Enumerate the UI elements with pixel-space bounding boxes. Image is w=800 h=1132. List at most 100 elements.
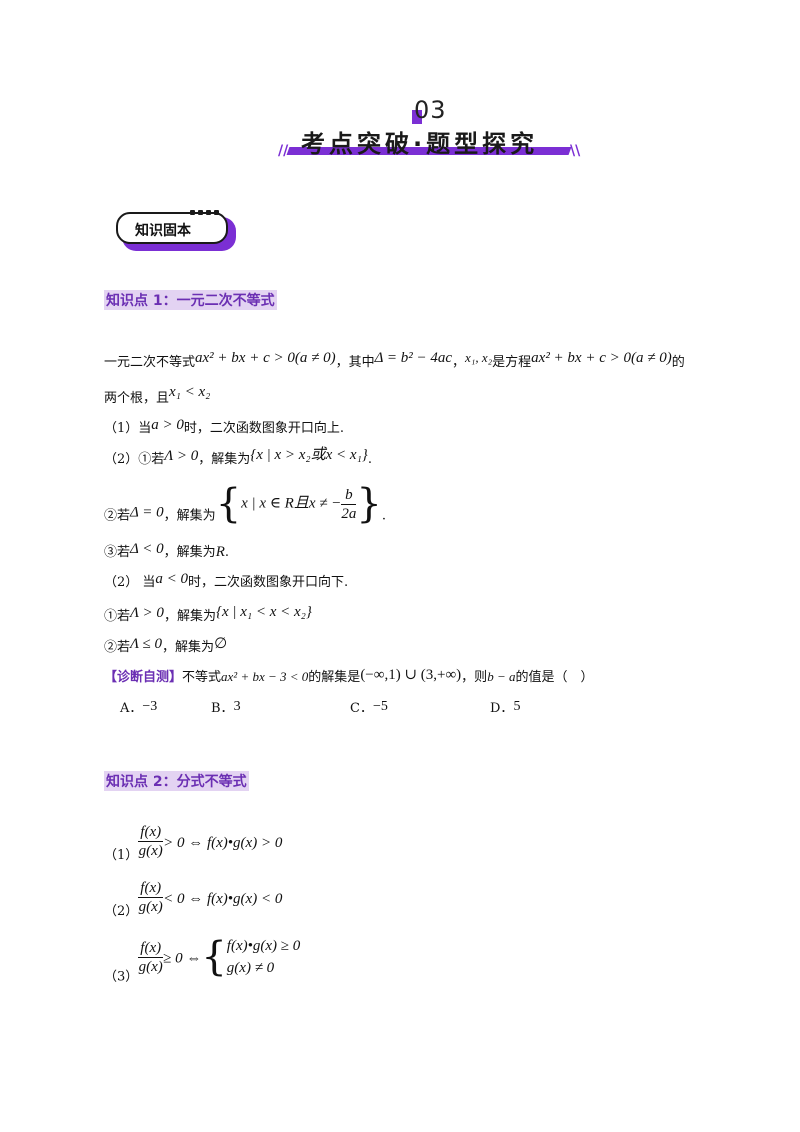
badge-dot xyxy=(206,210,211,215)
badge-dot xyxy=(190,210,195,215)
kp1-intro-line1: 一元二次不等式ax² + bx + c > 0(a ≠ 0)，其中Δ = b² … xyxy=(104,349,685,372)
math-equation: ax² + bx + c > 0(a ≠ 0) xyxy=(531,350,672,366)
numerator: f(x) xyxy=(138,939,164,958)
text: 时，二次函数图象开口向下. xyxy=(188,575,349,590)
text: （2） 当 xyxy=(104,575,156,590)
badge-dot xyxy=(214,210,219,215)
numerator: b xyxy=(341,486,357,505)
math-condition: Λ > 0 xyxy=(164,448,199,464)
numerator: f(x) xyxy=(138,880,164,898)
title-slash-left: // xyxy=(278,143,289,159)
option-value: 3 xyxy=(233,699,241,714)
math-quiz-inequality: ax² + bx − 3 < 0 xyxy=(221,669,309,684)
text: 时，二次函数图象开口向上. xyxy=(183,421,345,436)
chapter-number-accent xyxy=(412,110,422,124)
text: ②若 xyxy=(104,640,131,655)
option-c[interactable]: C．−5 xyxy=(350,698,388,718)
kp1-intro-line2: 两个根，且x₁ < x₂ xyxy=(104,383,210,408)
numerator: f(x) xyxy=(138,824,164,842)
math-set-body: x | x ∈ R且x ≠ − xyxy=(241,495,342,512)
math-fraction: f(x)g(x) xyxy=(138,879,164,916)
text: ， xyxy=(452,355,466,370)
system-brace: { xyxy=(201,934,227,980)
text: ③若 xyxy=(104,545,131,560)
denominator: g(x) xyxy=(138,958,163,975)
text: ，解集为 xyxy=(163,609,216,624)
badge-label: 知识固本 xyxy=(135,223,191,239)
badge-dot xyxy=(198,210,203,215)
option-value: −5 xyxy=(372,699,388,714)
kp2-row-2: （2）f(x)g(x)< 0 ⇔ f(x)•g(x) < 0 xyxy=(104,879,282,921)
text: 是方程 xyxy=(492,355,532,370)
math-solution-set: R xyxy=(215,544,225,560)
kp1-item-2: （2）①若Λ > 0，解集为{x | x > x₂或x < x₁}. xyxy=(104,446,372,469)
math-condition: Λ > 0 xyxy=(130,605,164,621)
math-quiz-expr: b − a xyxy=(487,669,516,684)
quiz-tag: 【诊断自测】 xyxy=(104,670,183,685)
option-d[interactable]: D．5 xyxy=(490,698,520,718)
section-heading-kp2: 知识点 2：分式不等式 xyxy=(104,771,249,791)
text: 不等式 xyxy=(182,670,222,685)
math-condition: Δ < 0 xyxy=(130,541,164,557)
math-equivalence: < 0 ⇔ f(x)•g(x) < 0 xyxy=(163,891,283,907)
text: （2）①若 xyxy=(104,452,165,467)
math-inequality: ax² + bx + c > 0(a ≠ 0) xyxy=(195,350,336,366)
close-brace: } xyxy=(356,481,382,527)
title-slash-right: \\ xyxy=(570,143,581,159)
text: ，解集为 xyxy=(163,545,216,560)
text: 两个根，且 xyxy=(104,391,170,406)
text: ，解集为 xyxy=(162,640,215,655)
denominator: g(x) xyxy=(138,843,163,859)
math-fraction: f(x)g(x) xyxy=(138,823,164,860)
option-a[interactable]: A．−3 xyxy=(120,698,157,718)
option-b[interactable]: B．3 xyxy=(211,698,241,718)
text: 的值是（ ） xyxy=(515,670,594,685)
math-roots: x₁, x₂ xyxy=(465,350,493,365)
math-condition: a > 0 xyxy=(151,417,184,433)
math-fraction: f(x)g(x) xyxy=(138,939,164,976)
open-brace: { xyxy=(215,481,242,527)
math-condition: Δ = 0 xyxy=(130,504,164,521)
text: ，其中 xyxy=(335,355,375,370)
text: ，则 xyxy=(461,670,488,685)
option-value: −3 xyxy=(142,699,158,714)
equation-system: f(x)•g(x) ≥ 0 g(x) ≠ 0 xyxy=(227,935,300,979)
math-condition: a < 0 xyxy=(155,571,189,587)
system-line-2: g(x) ≠ 0 xyxy=(226,960,275,976)
math-solution-set: {x | x₁ < x < x₂} xyxy=(215,604,312,620)
system-line-1: f(x)•g(x) ≥ 0 xyxy=(226,938,301,954)
option-value: 5 xyxy=(513,699,521,714)
denominator: g(x) xyxy=(138,899,163,915)
math-quiz-set: (−∞,1) ∪ (3,+∞) xyxy=(360,667,462,683)
option-label: C． xyxy=(350,701,373,716)
math-root-order: x₁ < x₂ xyxy=(169,384,211,400)
math-condition: Λ ≤ 0 xyxy=(130,636,163,652)
option-label: A． xyxy=(120,701,143,716)
option-label: B． xyxy=(211,701,234,716)
option-label: D． xyxy=(490,701,514,716)
quiz-line: 【诊断自测】不等式ax² + bx − 3 < 0的解集是(−∞,1) ∪ (3… xyxy=(104,666,593,687)
kp1-item-6: ①若Λ > 0，解集为{x | x₁ < x < x₂} xyxy=(104,603,312,626)
text: ①若 xyxy=(104,609,131,624)
section-heading-kp1: 知识点 1：一元二次不等式 xyxy=(104,290,277,310)
text: （1）当 xyxy=(104,421,152,436)
text: ，解集为 xyxy=(163,508,216,524)
math-equivalence: > 0 ⇔ f(x)•g(x) > 0 xyxy=(163,835,283,851)
math-equivalence: ≥ 0 ⇔ xyxy=(163,950,202,967)
row-index: （2） xyxy=(104,904,139,919)
knowledge-badge xyxy=(116,212,228,244)
empty-set-symbol: ∅ xyxy=(214,636,228,652)
text: 一元二次不等式 xyxy=(104,355,196,370)
text: ，解集为 xyxy=(198,452,251,467)
page-title: 考点突破·题型探究 xyxy=(301,130,539,158)
row-index: （3） xyxy=(104,969,139,985)
text: ②若 xyxy=(104,508,131,524)
kp1-item-7: ②若Λ ≤ 0，解集为∅ xyxy=(104,635,227,657)
kp1-item-5: （2） 当a < 0时，二次函数图象开口向下. xyxy=(104,570,348,592)
text: 的解集是 xyxy=(308,670,361,685)
row-index: （1） xyxy=(104,848,139,863)
kp1-item-4: ③若Δ < 0，解集为R. xyxy=(104,540,229,562)
